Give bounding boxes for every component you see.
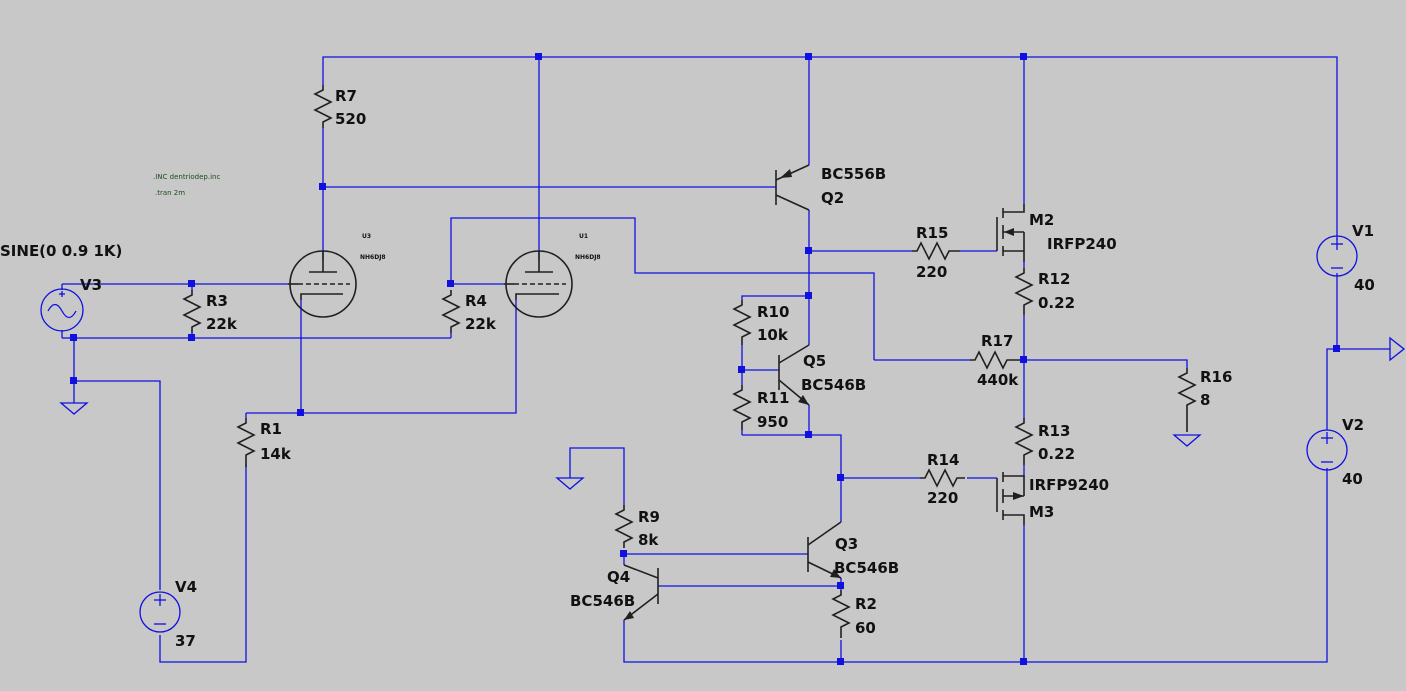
r15-value: 220 [916,263,947,281]
r14-symbol [920,468,965,488]
r11-symbol [732,385,752,430]
v4-name: V4 [175,578,197,596]
r16-name: R16 [1200,368,1232,386]
tube-u3-model: NH6DJ8 [360,254,386,261]
m2-model: IRFP240 [1047,235,1117,253]
r16-value: 8 [1200,391,1210,409]
r11-name: R11 [757,389,789,407]
r15-name: R15 [916,224,948,242]
r15-symbol [912,241,960,261]
r2-name: R2 [855,595,877,613]
transistor-q2-pnp [775,164,810,211]
v2-name: V2 [1342,416,1364,434]
voltage-source-v2 [1306,429,1348,471]
r13-value: 0.22 [1038,445,1075,463]
r1-symbol [236,418,256,467]
v1-value: 40 [1354,276,1375,294]
wires [61,56,1390,663]
labels: .INC dentriodep.inc .tran 2m U3 NH6DJ8 U… [0,87,1375,650]
r9-value: 8k [638,531,659,549]
q4-model: BC546B [570,592,635,610]
r2-value: 60 [855,619,876,637]
v4-value: 37 [175,632,196,650]
tube-u3-name: U3 [362,233,371,240]
tube-u1-model: NH6DJ8 [575,254,601,261]
r12-value: 0.22 [1038,294,1075,312]
r17-name: R17 [981,332,1013,350]
q3-model: BC546B [834,559,899,577]
r14-value: 220 [927,489,958,507]
q2-name: Q2 [821,189,844,207]
r17-value: 440k [977,371,1019,389]
q5-name: Q5 [803,352,826,370]
r13-symbol [1014,418,1034,465]
r3-name: R3 [206,292,228,310]
r7-value: 520 [335,110,366,128]
mosfet-m2-nch [996,204,1025,262]
r10-symbol [732,300,752,345]
r7-name: R7 [335,87,357,105]
transistor-q3-npn [807,521,842,579]
q4-name: Q4 [607,568,630,586]
r12-symbol [1014,268,1034,315]
ground-icon [59,400,89,415]
spice-directive-include: .INC dentriodep.inc [153,173,220,181]
r9-name: R9 [638,508,660,526]
r10-value: 10k [757,326,789,344]
q5-model: BC546B [801,376,866,394]
r4-name: R4 [465,292,487,310]
ground-symbols [59,400,1202,490]
r1-name: R1 [260,420,282,438]
transistor-q5-npn [778,344,810,406]
q3-name: Q3 [835,535,858,553]
r14-name: R14 [927,451,959,469]
r7-symbol [313,85,333,128]
r4-symbol [441,290,461,333]
ground-icon [1172,434,1202,447]
triode-u3 [288,250,357,318]
v2-value: 40 [1342,470,1363,488]
r3-symbol [182,290,202,333]
m3-model: IRFP9240 [1029,476,1109,494]
v3-value: SINE(0 0.9 1K) [0,242,122,260]
r3-value: 22k [206,315,238,333]
spice-directive-tran: .tran 2m [155,189,185,197]
r2-symbol [831,590,851,638]
mosfet-m3-pch [996,472,1025,525]
r9-symbol [614,505,634,548]
q2-model: BC556B [821,165,886,183]
tube-u1-name: U1 [579,233,588,240]
voltage-source-v4 [139,591,181,633]
transistor-q4-npn [623,564,659,621]
r13-name: R13 [1038,422,1070,440]
junctions [70,53,1340,665]
r12-name: R12 [1038,270,1070,288]
v3-name: V3 [80,276,102,294]
voltage-source-v1 [1316,235,1358,277]
output-port-icon [1389,336,1406,362]
sine-source-v3 [40,288,84,332]
r17-symbol [970,350,1020,370]
r1-value: 14k [260,445,292,463]
r4-value: 22k [465,315,497,333]
m3-name: M3 [1029,503,1054,521]
v1-name: V1 [1352,222,1374,240]
r16-symbol [1177,368,1197,432]
triode-u1 [504,250,573,318]
r10-name: R10 [757,303,789,321]
m2-name: M2 [1029,211,1054,229]
resistor-symbols [182,85,1197,638]
ground-icon [555,477,585,490]
r11-value: 950 [757,413,788,431]
